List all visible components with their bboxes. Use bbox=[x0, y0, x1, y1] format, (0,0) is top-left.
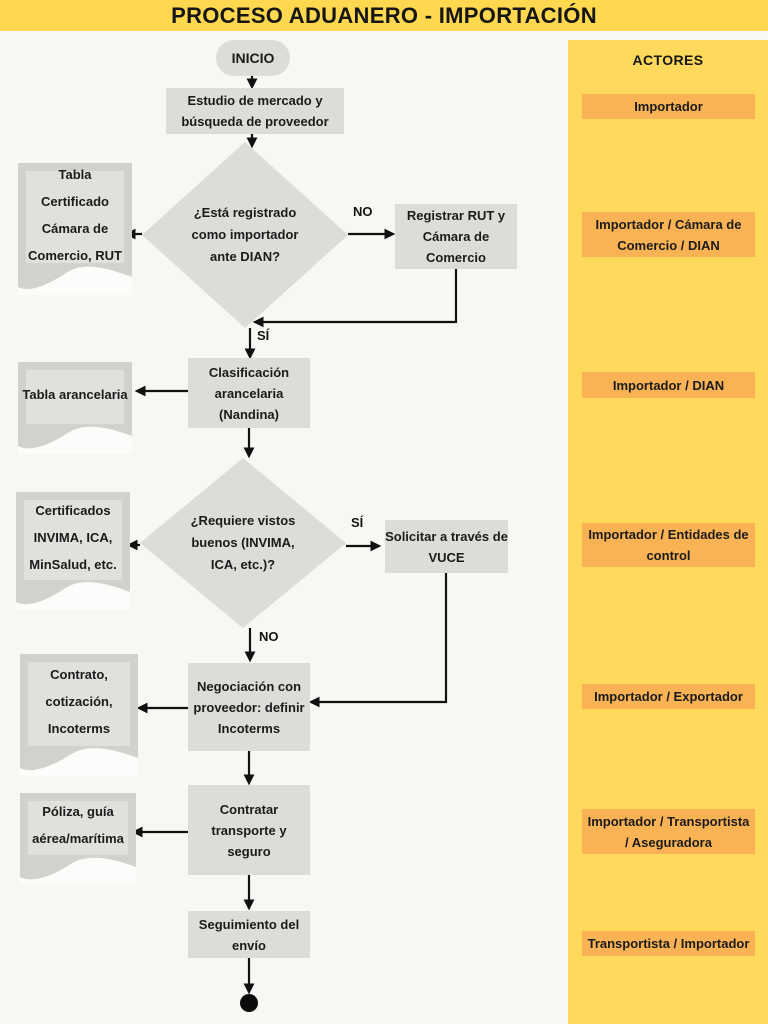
actor-badge-camara-dian: Importador / Cámara de Comercio / DIAN bbox=[582, 212, 755, 257]
decision-vistos-buenos-label: ¿Requiere vistos buenos (INVIMA, ICA, et… bbox=[190, 513, 296, 572]
actor-badge-importador: Importador bbox=[582, 94, 755, 119]
document-shape bbox=[18, 163, 132, 295]
actors-panel: ACTORES Importador Importador / Cámara d… bbox=[568, 40, 768, 1024]
actor-badge-transportista-importador: Transportista / Importador bbox=[582, 931, 755, 956]
branch-label-si: SÍ bbox=[257, 328, 270, 343]
document-poliza: Póliza, guía aérea/marítima bbox=[20, 793, 136, 885]
process-box-estudio: Estudio de mercado y búsqueda de proveed… bbox=[166, 88, 344, 134]
document-shape bbox=[16, 492, 130, 610]
process-box-negociacion: Negociación con proveedor: definir Incot… bbox=[188, 663, 310, 751]
actor-badge-transportista-aseguradora: Importador / Transportista / Aseguradora bbox=[582, 809, 755, 854]
branch-label-no-2: NO bbox=[259, 629, 279, 644]
document-shape bbox=[18, 362, 132, 454]
process-box-transporte: Contratar transporte y seguro bbox=[188, 785, 310, 875]
start-node: INICIO bbox=[216, 40, 290, 76]
document-tabla-certificado: Tabla Certificado Cámara de Comercio, RU… bbox=[18, 163, 132, 295]
document-shape bbox=[20, 793, 136, 885]
decision-registro-dian: ¿Está registrado como importador ante DI… bbox=[142, 142, 348, 328]
connector-vuce-negociacion bbox=[308, 573, 448, 708]
process-box-seguimiento: Seguimiento del envío bbox=[188, 911, 310, 958]
actor-badge-entidades-control: Importador / Entidades de control bbox=[582, 523, 755, 567]
document-poliza-label: Póliza, guía aérea/marítima bbox=[32, 804, 124, 846]
process-box-registrar: Registrar RUT y Cámara de Comercio bbox=[395, 204, 517, 269]
title-bar: PROCESO ADUANERO - IMPORTACIÓN bbox=[0, 0, 768, 31]
actors-header: ACTORES bbox=[632, 52, 704, 68]
document-contrato: Contrato, cotización, Incoterms bbox=[20, 654, 138, 776]
document-certificados: Certificados INVIMA, ICA, MinSalud, etc. bbox=[16, 492, 130, 610]
document-shape bbox=[20, 654, 138, 776]
document-tabla-certificado-label: Tabla Certificado Cámara de Comercio, RU… bbox=[28, 167, 122, 263]
branch-label-no: NO bbox=[353, 204, 373, 219]
decision-registro-dian-label: ¿Está registrado como importador ante DI… bbox=[191, 205, 299, 264]
document-contrato-label: Contrato, cotización, Incoterms bbox=[45, 666, 113, 736]
actor-badge-importador-dian: Importador / DIAN bbox=[582, 372, 755, 398]
document-certificados-label: Certificados INVIMA, ICA, MinSalud, etc. bbox=[29, 502, 117, 572]
process-box-vuce: Solicitar a través de VUCE bbox=[385, 520, 508, 573]
page-title: PROCESO ADUANERO - IMPORTACIÓN bbox=[171, 2, 597, 28]
actor-badge-exportador: Importador / Exportador bbox=[582, 684, 755, 709]
process-box-clasificacion: Clasificación arancelaria (Nandina) bbox=[188, 358, 310, 428]
document-tabla-arancelaria: Tabla arancelaria bbox=[18, 362, 132, 454]
document-tabla-arancelaria-label: Tabla arancelaria bbox=[22, 386, 128, 402]
end-node bbox=[240, 994, 258, 1012]
branch-label-si-2: SÍ bbox=[351, 515, 364, 530]
decision-vistos-buenos: ¿Requiere vistos buenos (INVIMA, ICA, et… bbox=[140, 458, 346, 628]
diamond-shape bbox=[142, 142, 348, 328]
connector-registrar-merge bbox=[252, 269, 458, 328]
diamond-shape bbox=[140, 458, 346, 628]
